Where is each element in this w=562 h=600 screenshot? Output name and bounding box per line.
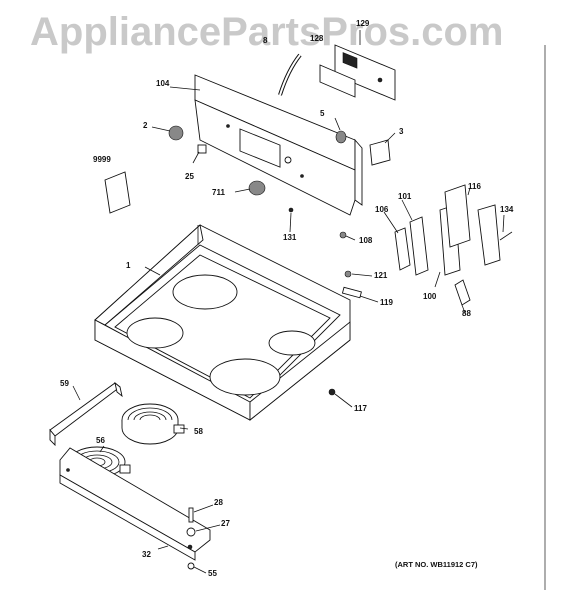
cooktop-1 (94, 224, 351, 421)
part-label-128: 128 (310, 34, 324, 43)
part-label-108: 108 (359, 236, 373, 245)
art-number: (ART NO. WB11912 C7) (395, 560, 478, 569)
part-label-119: 119 (380, 298, 393, 307)
part-label-116: 116 (468, 182, 481, 191)
part-label-121: 121 (374, 271, 388, 280)
part-label-25: 25 (185, 172, 194, 181)
part-label-88: 88 (462, 309, 471, 318)
part-label-3: 3 (399, 127, 404, 136)
part-label-56: 56 (96, 436, 105, 445)
part-label-711: 711 (212, 188, 225, 197)
part-label-106: 106 (375, 205, 389, 214)
part-label-129: 129 (356, 19, 370, 28)
part-label-134: 134 (500, 205, 514, 214)
part-label-27: 27 (221, 519, 230, 528)
small-parts (104, 44, 513, 570)
leader-lines (72, 30, 505, 574)
support-pan-32 (59, 447, 211, 561)
part-label-100: 100 (423, 292, 437, 301)
part-label-55: 55 (208, 569, 217, 578)
part-label-117: 117 (354, 404, 367, 413)
part-label-2: 2 (143, 121, 148, 130)
part-label-28: 28 (214, 498, 223, 507)
part-label-32: 32 (142, 550, 151, 559)
part-label-9999: 9999 (93, 155, 111, 164)
part-label-58: 58 (194, 427, 203, 436)
part-label-1: 1 (126, 261, 131, 270)
bracket-59 (49, 381, 123, 447)
part-label-101: 101 (398, 192, 412, 201)
part-label-8: 8 (263, 36, 268, 45)
part-label-131: 131 (283, 233, 297, 242)
control-panel-104 (194, 74, 363, 216)
part-label-5: 5 (320, 109, 325, 118)
part-label-104: 104 (156, 79, 170, 88)
part-label-59: 59 (60, 379, 69, 388)
surface-element-58 (121, 403, 185, 445)
